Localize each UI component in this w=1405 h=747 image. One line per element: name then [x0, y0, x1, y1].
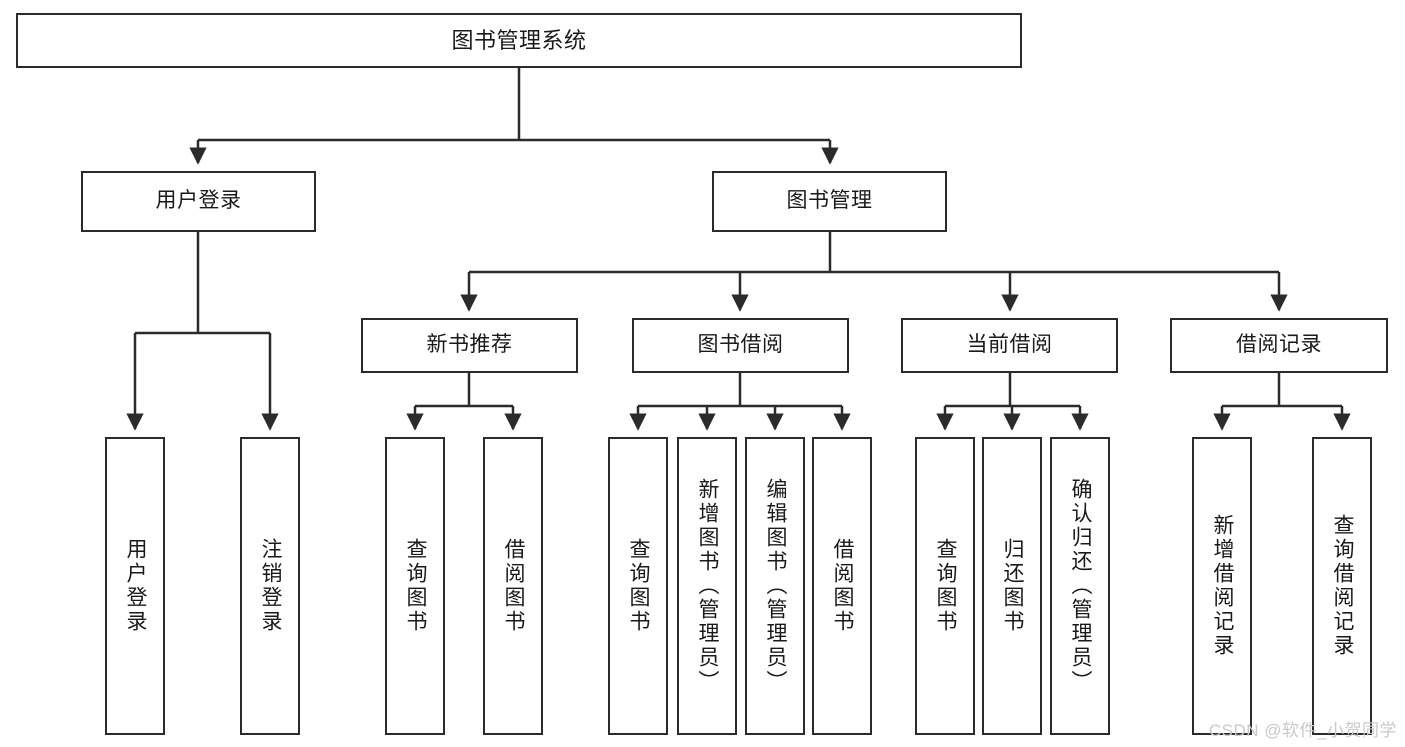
- node-leaf-add-borrow-record[interactable]: 新增借阅记录: [1192, 437, 1252, 735]
- node-book-manage-label: 图书管理: [786, 189, 873, 213]
- node-leaf-logout-login[interactable]: 注销登录: [240, 437, 300, 735]
- node-leaf-edit-book[interactable]: 编辑图书（管理员）: [745, 437, 805, 735]
- node-leaf-add-book[interactable]: 新增图书（管理员）: [677, 437, 737, 735]
- node-current-borrow[interactable]: 当前借阅: [901, 318, 1118, 373]
- node-leaf-edit-book-label: 编辑图书（管理员）: [764, 478, 788, 694]
- node-user-login[interactable]: 用户登录: [81, 171, 316, 232]
- node-new-book-recommend-label: 新书推荐: [426, 333, 513, 357]
- node-book-borrow[interactable]: 图书借阅: [632, 318, 849, 373]
- node-borrow-record-label: 借阅记录: [1236, 333, 1322, 357]
- node-current-borrow-label: 当前借阅: [966, 333, 1053, 357]
- node-leaf-borrow-book-1-label: 借阅图书: [502, 538, 526, 634]
- node-leaf-add-book-label: 新增图书（管理员）: [696, 478, 720, 694]
- node-book-manage[interactable]: 图书管理: [712, 171, 947, 232]
- node-leaf-user-login-label: 用户登录: [124, 538, 148, 634]
- node-leaf-query-book-1[interactable]: 查询图书: [385, 437, 445, 735]
- node-leaf-query-book-2-label: 查询图书: [627, 538, 651, 634]
- node-leaf-return-book-label: 归还图书: [1001, 538, 1025, 634]
- node-leaf-borrow-book-2[interactable]: 借阅图书: [812, 437, 872, 735]
- node-user-login-label: 用户登录: [155, 189, 242, 213]
- node-leaf-borrow-book-2-label: 借阅图书: [831, 538, 855, 634]
- node-leaf-confirm-return[interactable]: 确认归还（管理员）: [1050, 437, 1110, 735]
- node-leaf-query-book-3-label: 查询图书: [934, 538, 958, 634]
- node-leaf-borrow-book-1[interactable]: 借阅图书: [483, 437, 543, 735]
- node-leaf-query-borrow-record[interactable]: 查询借阅记录: [1312, 437, 1372, 735]
- node-leaf-return-book[interactable]: 归还图书: [982, 437, 1042, 735]
- node-leaf-query-book-1-label: 查询图书: [404, 538, 428, 634]
- watermark: CSDN @软件_小贺同学: [1208, 721, 1397, 740]
- node-root-label: 图书管理系统: [451, 27, 587, 53]
- node-leaf-user-login[interactable]: 用户登录: [105, 437, 165, 735]
- node-leaf-query-book-2[interactable]: 查询图书: [608, 437, 668, 735]
- node-leaf-logout-login-label: 注销登录: [259, 538, 283, 634]
- node-leaf-query-book-3[interactable]: 查询图书: [915, 437, 975, 735]
- node-leaf-query-borrow-record-label: 查询借阅记录: [1331, 514, 1355, 658]
- node-borrow-record[interactable]: 借阅记录: [1170, 318, 1388, 373]
- node-new-book-recommend[interactable]: 新书推荐: [361, 318, 578, 373]
- node-leaf-add-borrow-record-label: 新增借阅记录: [1211, 514, 1235, 658]
- node-leaf-confirm-return-label: 确认归还（管理员）: [1069, 478, 1093, 694]
- node-book-borrow-label: 图书借阅: [697, 333, 784, 357]
- node-root[interactable]: 图书管理系统: [16, 13, 1022, 68]
